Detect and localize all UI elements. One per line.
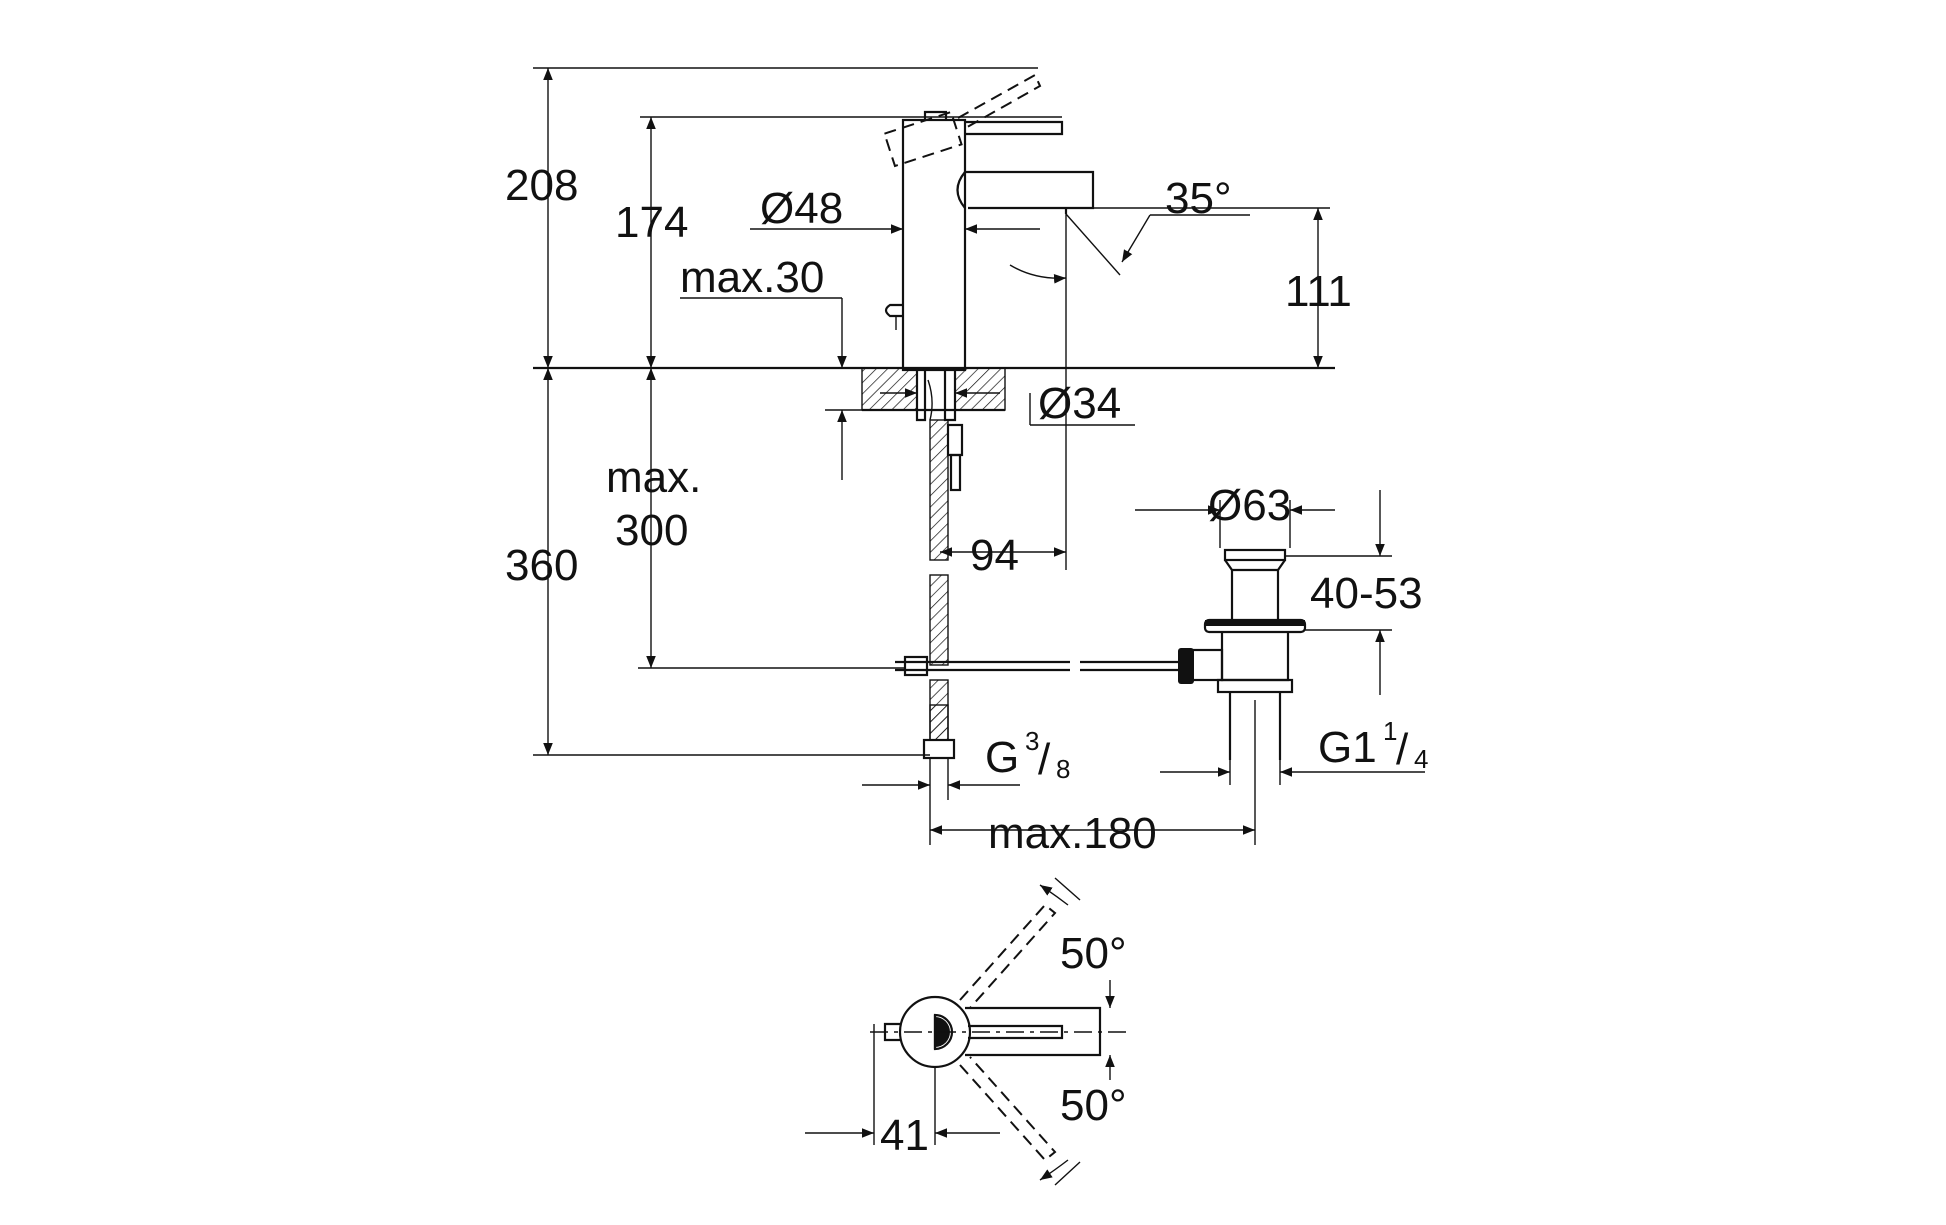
dim-body-diameter: Ø48 [760, 184, 843, 233]
dim-hole-diameter: Ø34 [1038, 379, 1121, 428]
dim-projection: 94 [970, 531, 1019, 580]
dim-hose-length: 360 [505, 541, 578, 590]
deck-section [861, 367, 1006, 422]
dim-below-deck-label: max. [606, 453, 701, 502]
dim-deck-thickness: max.30 [680, 253, 824, 302]
dim-waste-thread-g: G1 [1318, 723, 1377, 772]
dim-waste-thread-sup: 1 [1383, 716, 1397, 746]
waste-assembly [1178, 548, 1307, 760]
dim-connection-g: G [985, 733, 1019, 782]
svg-text:/: / [1038, 735, 1051, 784]
svg-text:/: / [1396, 725, 1409, 774]
lever-handle [965, 120, 1064, 136]
lever-alt-position [883, 110, 963, 168]
dim-connection-sup: 3 [1025, 726, 1039, 756]
dim-below-deck-value: 300 [615, 506, 688, 555]
supply-hoses [922, 419, 964, 760]
dim-spout-height: 174 [615, 198, 688, 247]
faucet-body [901, 118, 967, 372]
dim-spout-angle: 35° [1165, 174, 1232, 223]
dim-waste-diameter: Ø63 [1208, 481, 1291, 530]
dim-plan-offset: 41 [880, 1111, 929, 1160]
dim-outlet-height: 111 [1285, 267, 1352, 316]
spout [965, 170, 1095, 210]
dim-lever-angle-bottom: 50° [1060, 1081, 1127, 1130]
dim-lever-angle-top: 50° [1060, 929, 1127, 978]
popup-knob [884, 303, 903, 318]
faucet-plan [870, 903, 1130, 1162]
plan-body-circle [898, 995, 972, 1069]
popup-rod [895, 655, 1180, 677]
dim-rod-max: max.180 [988, 809, 1157, 858]
dim-connection-sub: 8 [1056, 754, 1070, 784]
dim-total-height: 208 [505, 161, 578, 210]
dim-waste-thread-sub: 4 [1414, 744, 1428, 774]
faucet-elevation [883, 73, 1095, 372]
dim-waste-range: 40-53 [1310, 569, 1423, 618]
